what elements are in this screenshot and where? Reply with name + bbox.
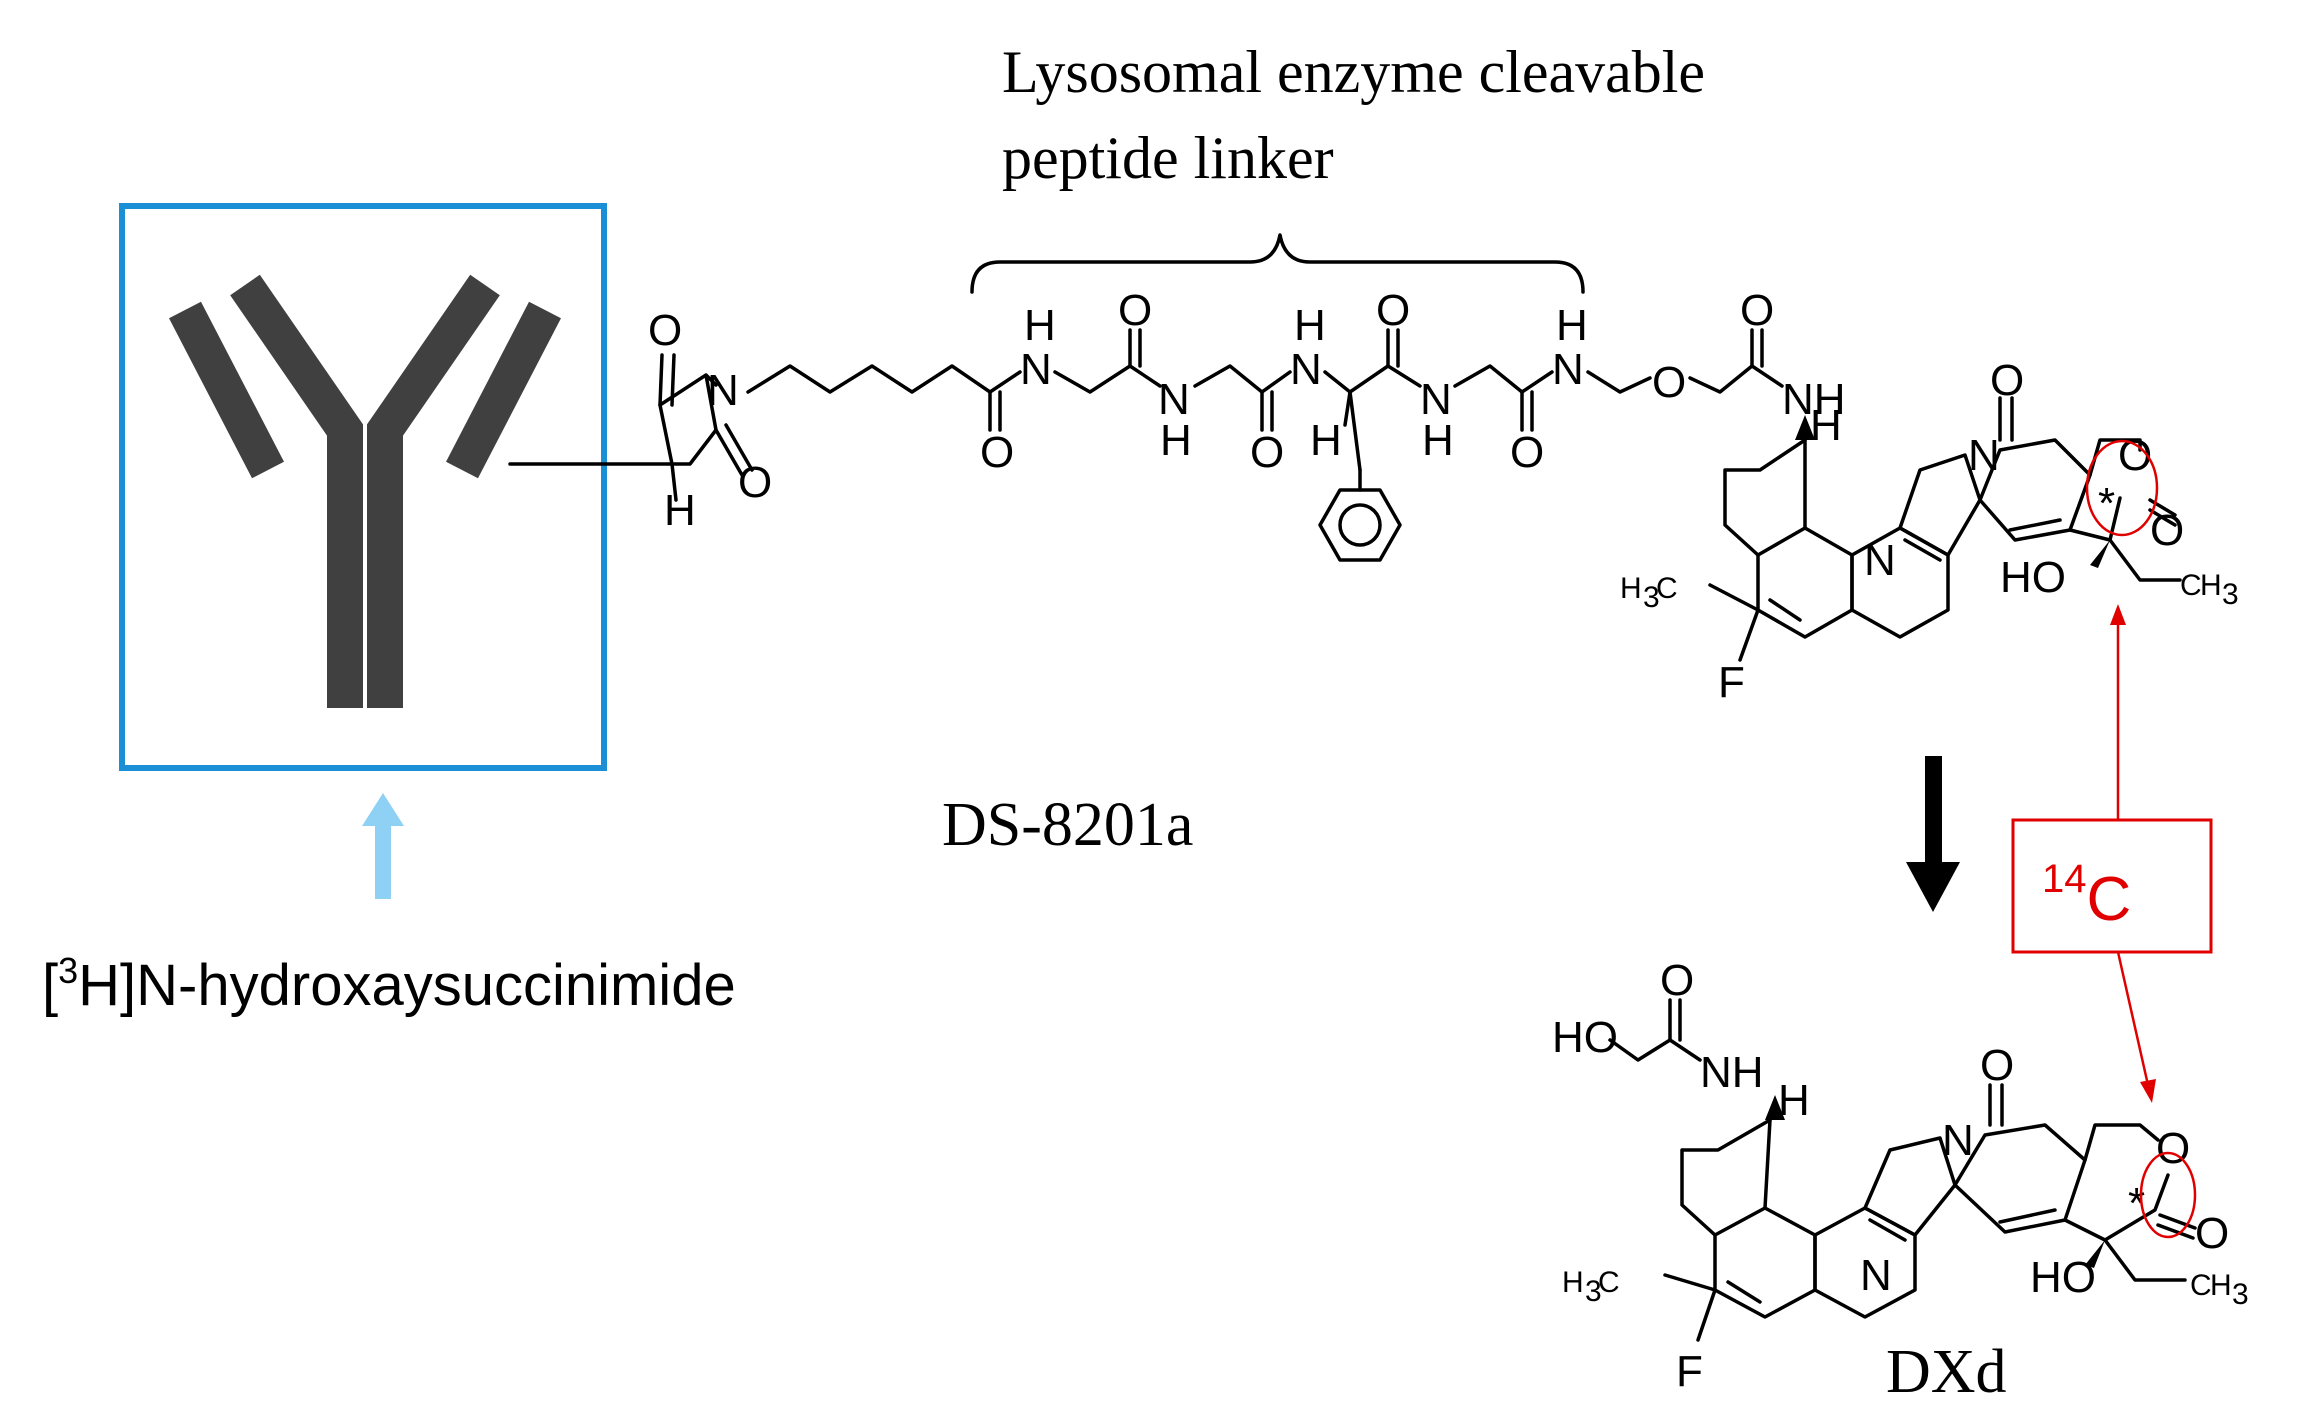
linker-label-line1: Lysosomal enzyme cleavable: [1002, 39, 1705, 105]
svg-text:HO: HO: [1552, 1013, 1618, 1062]
svg-text:H: H: [1422, 416, 1454, 465]
svg-text:O: O: [1250, 428, 1284, 477]
antibody-icon: [169, 274, 561, 708]
svg-text:O: O: [1652, 358, 1686, 407]
linker-brace: [970, 233, 1585, 294]
svg-text:N: N: [1552, 345, 1584, 394]
svg-text:H: H: [664, 486, 696, 535]
adc-name: DS-8201a: [942, 791, 1193, 859]
svg-text:N: N: [1420, 375, 1452, 424]
svg-text:H: H: [1562, 1266, 1584, 1299]
svg-text:N: N: [1860, 1251, 1892, 1300]
svg-text:O: O: [2195, 1209, 2229, 1258]
svg-text:H: H: [1294, 301, 1326, 350]
svg-text:C: C: [1656, 572, 1678, 605]
svg-text:N: N: [1968, 431, 2000, 480]
antibody-box: [119, 203, 607, 771]
svg-text:N: N: [1158, 375, 1190, 424]
svg-text:O: O: [1376, 286, 1410, 335]
svg-text:3: 3: [1585, 1275, 1602, 1308]
svg-text:N: N: [707, 366, 739, 415]
svg-text:H: H: [2200, 569, 2222, 602]
svg-text:NH: NH: [1782, 375, 1846, 424]
svg-text:3: 3: [2232, 1278, 2249, 1311]
svg-text:O: O: [980, 428, 1014, 477]
svg-text:C: C: [2180, 569, 2202, 602]
carbon14-label: 14C: [2042, 857, 2131, 934]
up-arrow-icon: [362, 793, 404, 899]
carbon14-annotation: 14C: [2011, 604, 2213, 1103]
svg-text:H: H: [2210, 1269, 2232, 1302]
svg-text:N: N: [1020, 345, 1052, 394]
svg-text:F: F: [1718, 658, 1745, 707]
svg-text:H: H: [1556, 301, 1588, 350]
svg-text:N: N: [1290, 345, 1322, 394]
svg-text:H: H: [1620, 572, 1642, 605]
svg-text:C: C: [2190, 1269, 2212, 1302]
payload-name: DXd: [1886, 1338, 2007, 1406]
down-arrow-icon: [1906, 756, 1960, 912]
svg-text:H: H: [1310, 416, 1342, 465]
svg-text:N: N: [1942, 1116, 1974, 1165]
svg-text:NH: NH: [1700, 1048, 1764, 1097]
svg-text:3: 3: [2222, 578, 2239, 611]
svg-text:HO: HO: [2000, 553, 2066, 602]
svg-text:O: O: [1510, 428, 1544, 477]
svg-text:O: O: [1660, 956, 1694, 1005]
linker-label-line2: peptide linker: [1002, 125, 1334, 191]
svg-text:*: *: [2098, 479, 2115, 528]
svg-text:H: H: [1024, 301, 1056, 350]
linker-structure: O O N H O N H O N H O N H O H: [648, 286, 1846, 562]
svg-text:H: H: [1810, 401, 1842, 450]
svg-text:3: 3: [1643, 581, 1660, 614]
carbon14-box: [2011, 818, 2213, 954]
svg-text:N: N: [1864, 536, 1896, 585]
svg-text:O: O: [648, 306, 682, 355]
svg-text:H: H: [1160, 416, 1192, 465]
svg-text:O: O: [2150, 506, 2184, 555]
antibody-panel: [3H]N-hydroxaysuccinimide: [42, 203, 736, 1018]
svg-text:C: C: [1598, 1266, 1620, 1299]
payload-structure-top: H N N O O O * HO C H 3: [1620, 356, 2239, 707]
tritium-label: [3H]N-hydroxaysuccinimide: [42, 950, 736, 1018]
svg-text:O: O: [738, 458, 772, 507]
svg-text:F: F: [1676, 1347, 1703, 1396]
svg-text:O: O: [1990, 356, 2024, 405]
svg-text:O: O: [1118, 286, 1152, 335]
svg-text:O: O: [2156, 1124, 2190, 1173]
svg-text:O: O: [1740, 286, 1774, 335]
svg-text:HO: HO: [2030, 1253, 2096, 1302]
svg-text:O: O: [1980, 1041, 2014, 1090]
payload-structure-bottom: HO O NH H N N O O O *: [1552, 956, 2249, 1396]
